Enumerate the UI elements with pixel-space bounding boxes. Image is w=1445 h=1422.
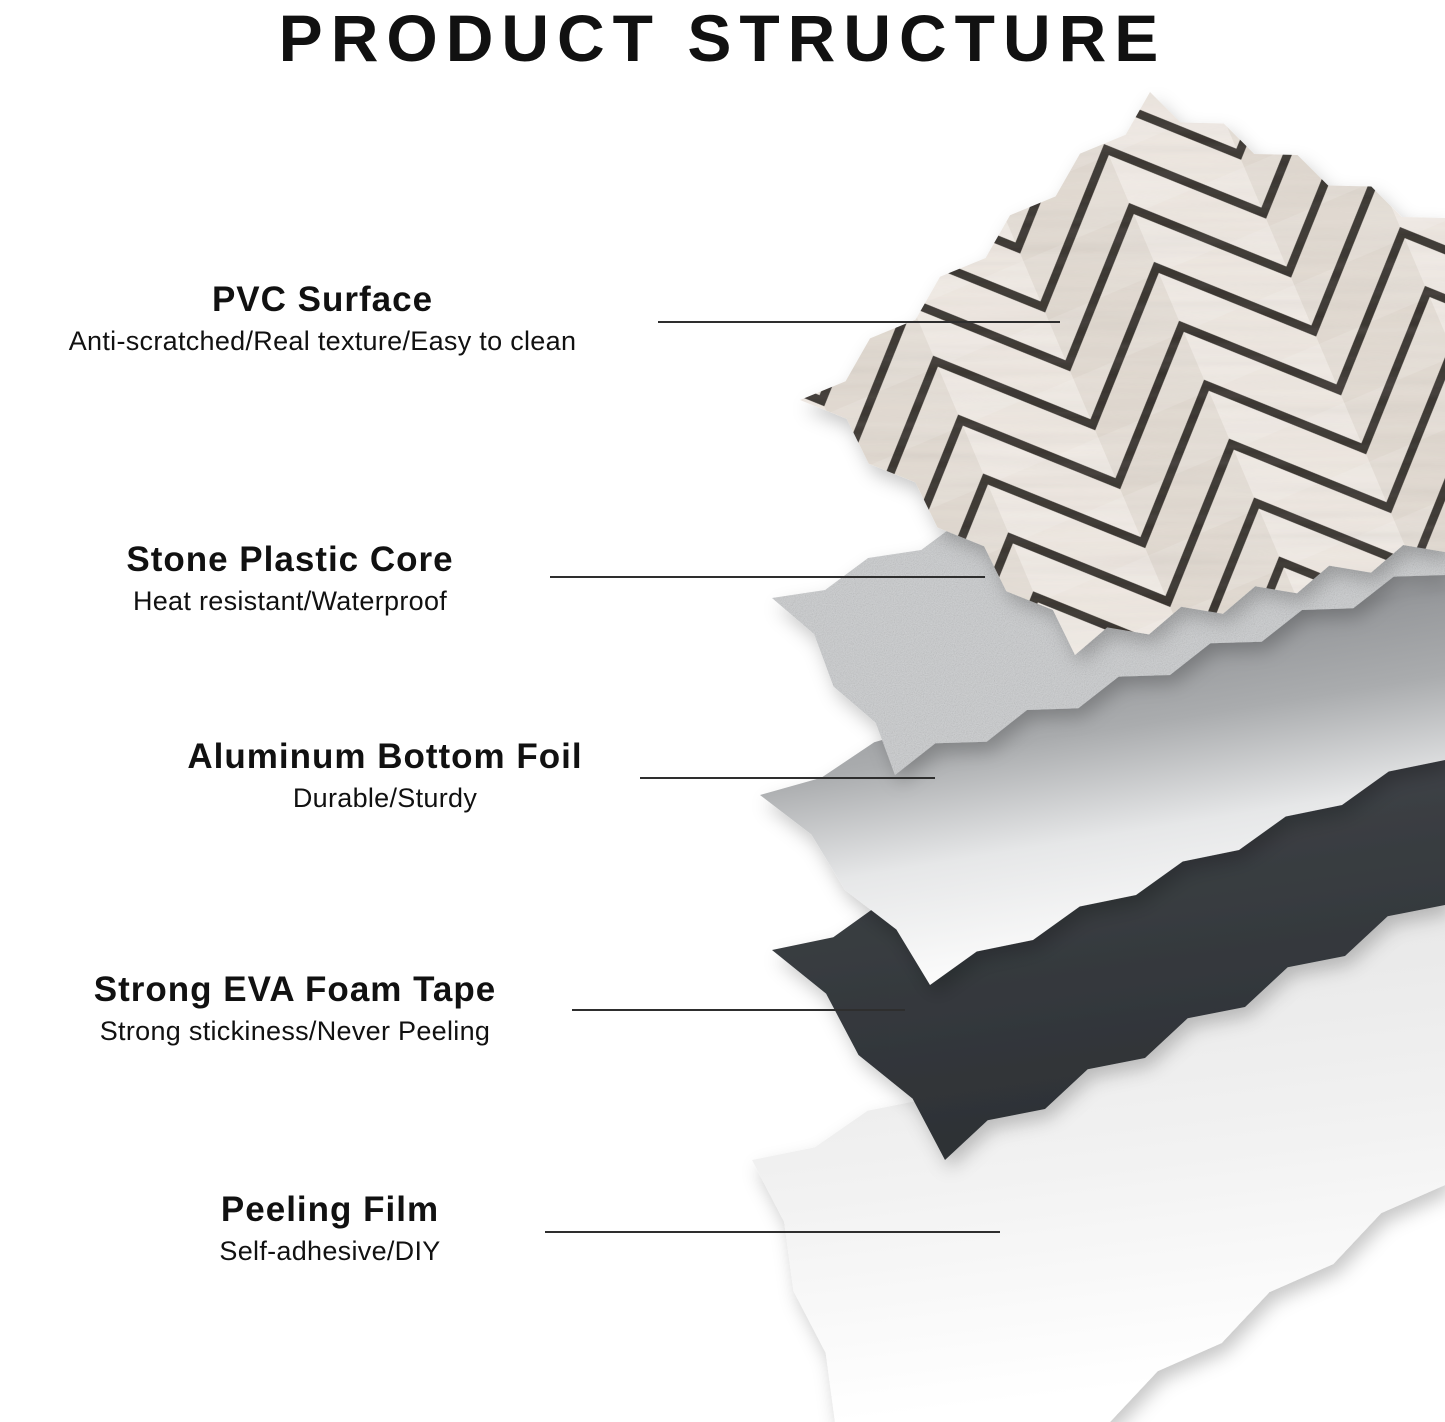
label-peeling-film-title: Peeling Film bbox=[220, 1190, 440, 1229]
label-aluminum-bottom-foil-desc: Durable/Sturdy bbox=[292, 783, 478, 814]
label-stone-plastic-core-title: Stone Plastic Core bbox=[126, 540, 454, 579]
label-pvc-surface-title: PVC Surface bbox=[211, 280, 434, 319]
label-stone-plastic-core-desc: Heat resistant/Waterproof bbox=[132, 586, 448, 617]
label-stone-plastic-core: Stone Plastic Core Heat resistant/Waterp… bbox=[40, 540, 540, 618]
label-aluminum-bottom-foil: Aluminum Bottom Foil Durable/Sturdy bbox=[140, 737, 630, 815]
label-strong-eva-foam-tape-title: Strong EVA Foam Tape bbox=[93, 970, 497, 1009]
label-peeling-film-desc: Self-adhesive/DIY bbox=[219, 1236, 441, 1267]
label-pvc-surface: PVC Surface Anti-scratched/Real texture/… bbox=[0, 280, 645, 358]
peeling-film-layer-graphic bbox=[752, 865, 1445, 1422]
label-strong-eva-foam-tape-desc: Strong stickiness/Never Peeling bbox=[99, 1016, 491, 1047]
label-peeling-film: Peeling Film Self-adhesive/DIY bbox=[130, 1190, 530, 1268]
label-strong-eva-foam-tape: Strong EVA Foam Tape Strong stickiness/N… bbox=[30, 970, 560, 1048]
leader-lines bbox=[545, 321, 1060, 1233]
page-title: PRODUCT STRUCTURE bbox=[278, 1, 1167, 75]
label-pvc-surface-desc: Anti-scratched/Real texture/Easy to clea… bbox=[68, 326, 577, 357]
label-aluminum-bottom-foil-title: Aluminum Bottom Foil bbox=[187, 737, 583, 776]
